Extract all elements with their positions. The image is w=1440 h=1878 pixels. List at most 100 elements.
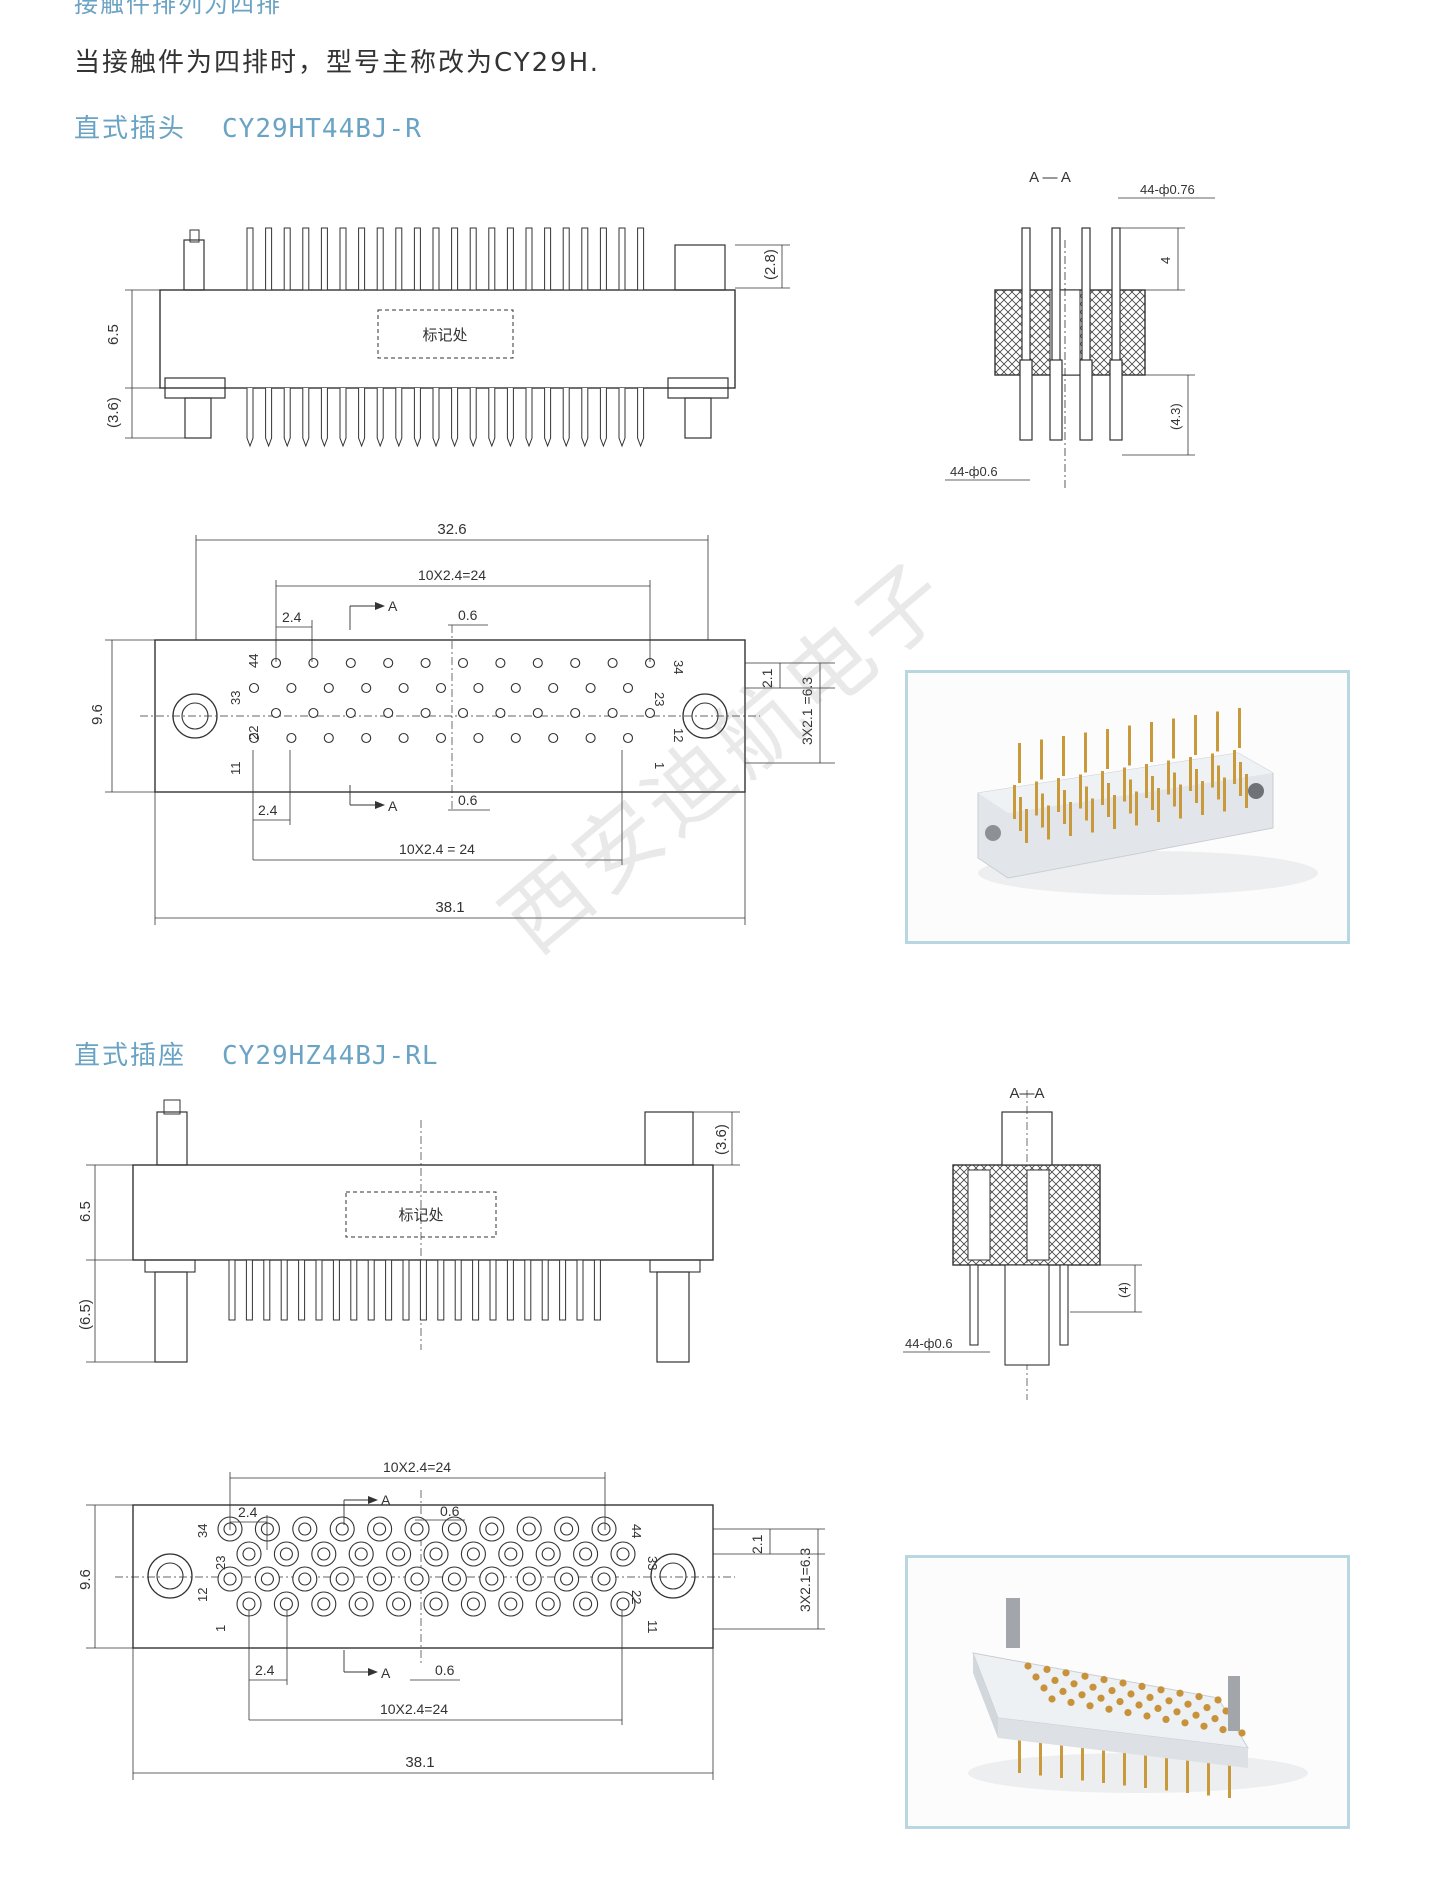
plug-pitch-bottom: 10X2.4 = 24 — [399, 841, 475, 857]
photo-pin — [1084, 732, 1087, 773]
plug-pin-bottom — [358, 388, 366, 448]
plug-pin-bottom — [376, 388, 384, 448]
socket-contact-hole — [348, 1591, 374, 1617]
photo-socket-hole — [1238, 1729, 1246, 1737]
photo-pin — [1041, 793, 1044, 828]
socket-pin — [367, 1259, 375, 1321]
socket-contact-inner — [335, 1522, 349, 1536]
socket-pin — [524, 1259, 532, 1321]
plug-contact-hole — [308, 657, 319, 669]
plug-row-label-r0: 34 — [671, 660, 686, 674]
socket-contact-inner — [522, 1522, 536, 1536]
intro-text: 当接触件为四排时，型号主称改为CY29H. — [74, 48, 601, 78]
photo-socket-hole — [1081, 1672, 1089, 1680]
plug-contact-hole — [248, 732, 260, 744]
photo-socket-hole — [1176, 1689, 1184, 1697]
plug-pin-top — [618, 227, 626, 291]
plug-gap-bottom: 0.6 — [458, 792, 478, 808]
photo-socket-hole — [1165, 1697, 1173, 1705]
plug-contact-hole — [607, 707, 618, 719]
socket-contact-hole — [404, 1516, 430, 1542]
socket-contact-inner — [410, 1522, 424, 1536]
socket-pitch-top: 10X2.4=24 — [383, 1459, 451, 1475]
photo-socket-hole — [1024, 1662, 1032, 1670]
socket-contact-hole — [273, 1591, 299, 1617]
photo-pin — [1063, 790, 1066, 824]
socket-contact-inner — [317, 1597, 331, 1611]
photo-pin — [1047, 805, 1050, 840]
socket-side-top: (3.6) — [713, 1124, 730, 1155]
photo-pin — [1179, 784, 1182, 819]
photo-socket-hole — [1214, 1696, 1222, 1704]
socket-label: 直式插座 — [74, 1041, 187, 1071]
photo-pin — [1085, 786, 1088, 821]
plug-contact-hole — [510, 732, 521, 744]
plug-pitch-small-top: 2.4 — [282, 609, 302, 625]
photo-socket-hole — [1108, 1687, 1116, 1695]
photo-pin — [1228, 1763, 1231, 1798]
socket-contact-hole — [292, 1516, 318, 1542]
socket-contact-hole — [367, 1516, 393, 1542]
plug-contact-hole — [570, 707, 581, 719]
photo-socket-hole — [1070, 1680, 1078, 1688]
plug-pin-bottom — [302, 388, 310, 448]
socket-contact-hole — [404, 1566, 430, 1592]
socket-row-label-l3: 1 — [213, 1625, 228, 1632]
photo-socket-hole — [1040, 1684, 1048, 1692]
socket-contact-hole — [273, 1541, 299, 1567]
photo-socket-hole — [1043, 1665, 1051, 1673]
socket-contact-hole — [460, 1591, 486, 1617]
socket-contact-inner — [242, 1547, 256, 1561]
socket-row-label-r1: 33 — [645, 1556, 660, 1570]
socket-row-label-r3: 11 — [645, 1620, 660, 1634]
photo-socket-hole — [1124, 1709, 1132, 1717]
photo-pin — [1151, 776, 1154, 810]
socket-contact-hole — [217, 1566, 243, 1592]
plug-pin-top — [265, 227, 273, 291]
plug-contact-hole — [548, 732, 559, 744]
photo-pin — [1238, 708, 1241, 748]
plug-row-label-l2: 22 — [246, 726, 261, 740]
plug-section-pin-bottom: 44-ф0.6 — [950, 464, 998, 479]
socket-contact-inner — [429, 1547, 443, 1561]
plug-contact-hole — [420, 657, 431, 669]
plug-pin-top — [581, 227, 589, 291]
photo-socket-hole — [1192, 1711, 1200, 1719]
plug-contact-hole — [607, 657, 618, 669]
socket-contact-inner — [260, 1572, 274, 1586]
socket-contact-hole — [254, 1566, 280, 1592]
socket-pin — [472, 1259, 480, 1321]
socket-contact-inner — [392, 1597, 406, 1611]
photo-pin — [1207, 1760, 1210, 1796]
socket-contact-inner — [392, 1547, 406, 1561]
socket-pitch-bottom: 10X2.4=24 — [380, 1701, 448, 1717]
plug-pin-bottom — [320, 388, 328, 448]
socket-contact-hole — [441, 1516, 467, 1542]
socket-contact-inner — [597, 1572, 611, 1586]
plug-pin-top — [358, 227, 366, 291]
socket-contact-inner — [354, 1597, 368, 1611]
socket-pin — [576, 1259, 584, 1321]
socket-contact-hole — [329, 1516, 355, 1542]
photo-pin — [1245, 774, 1248, 808]
plug-pin-top — [302, 227, 310, 291]
plug-pin-bottom — [413, 388, 421, 448]
plug-photo-illustration — [908, 673, 1347, 941]
plug-contact-hole — [435, 732, 447, 744]
photo-pin — [1167, 760, 1170, 795]
photo-socket-hole — [1067, 1698, 1075, 1706]
plug-overall: 38.1 — [435, 899, 464, 916]
socket-section-view: A—A (4) 44-ф0.6 — [903, 1085, 1142, 1400]
socket-pin — [402, 1259, 410, 1321]
socket-overall: 38.1 — [405, 1754, 434, 1771]
photo-pin — [1157, 788, 1160, 822]
photo-pin — [1018, 743, 1021, 783]
plug-pin-bottom — [544, 388, 552, 448]
socket-contact-hole — [573, 1591, 599, 1617]
plug-row-label-r3: 1 — [652, 762, 667, 769]
plug-rows-total: 3X2.1 =6.3 — [799, 677, 815, 745]
photo-pin — [1013, 785, 1016, 819]
photo-socket-hole — [1089, 1683, 1097, 1691]
